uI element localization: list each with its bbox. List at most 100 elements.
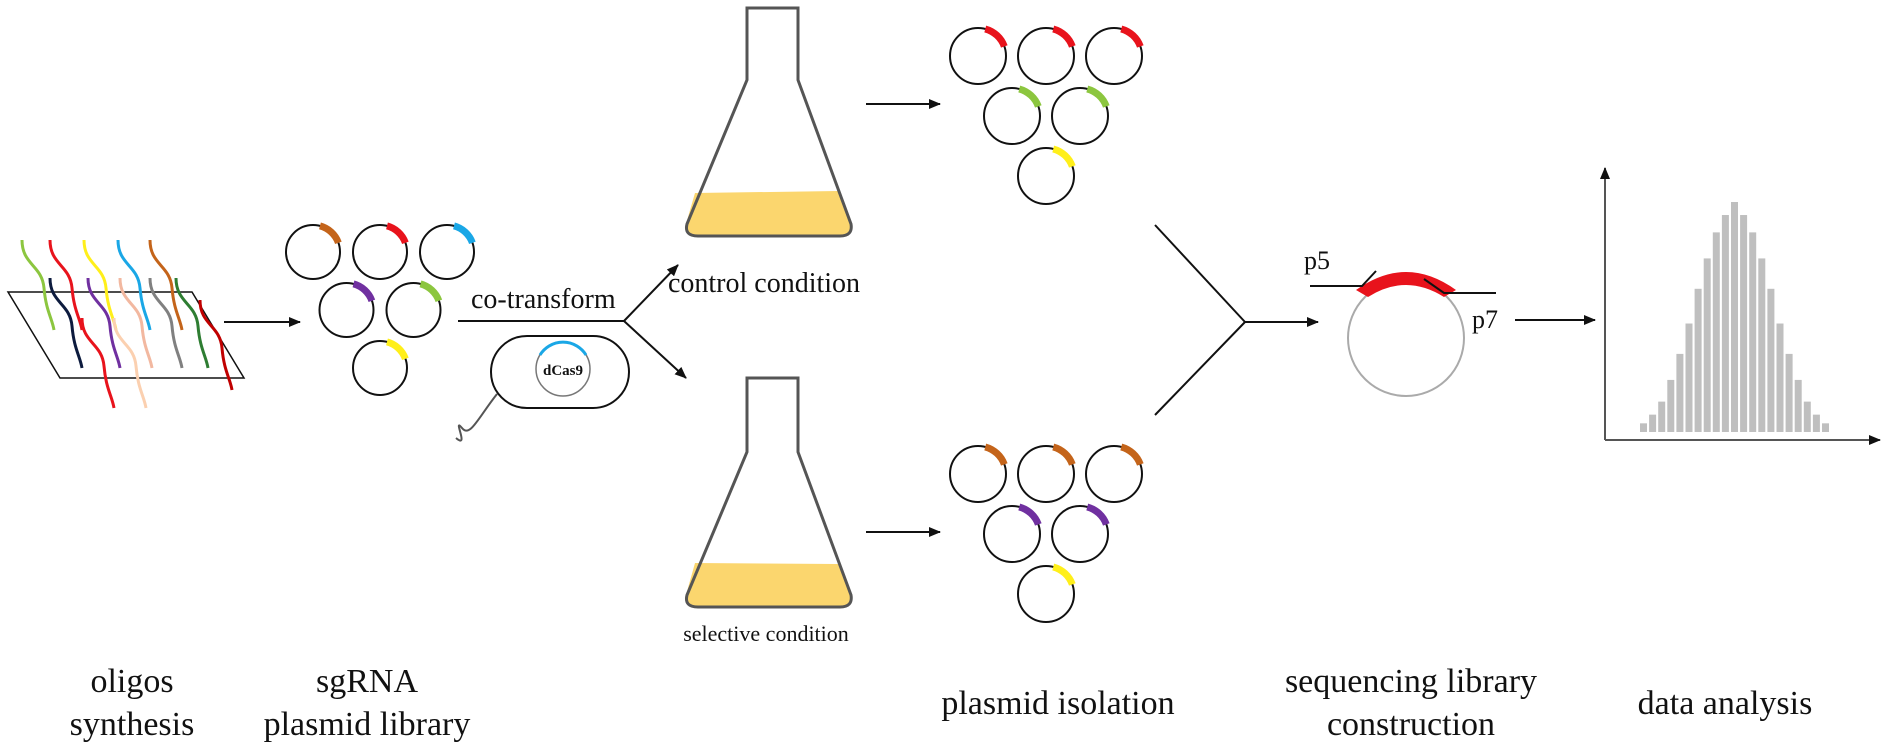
oligo-slide bbox=[6, 291, 246, 379]
sgrna-insert bbox=[1086, 85, 1110, 108]
histogram-bar bbox=[1703, 258, 1711, 432]
oligo-strand bbox=[148, 277, 184, 369]
sgrna-insert bbox=[385, 338, 409, 361]
synthesis-label: synthesis bbox=[70, 706, 195, 743]
sgrna-insert bbox=[318, 222, 342, 245]
histogram-bar bbox=[1640, 423, 1647, 432]
cell-body bbox=[490, 335, 630, 409]
selective-plasmid bbox=[983, 503, 1042, 563]
histogram-bar bbox=[1794, 379, 1802, 432]
plasmid-ring bbox=[1085, 27, 1143, 85]
oligo-array bbox=[6, 239, 246, 409]
sequencing-plasmid bbox=[1347, 279, 1465, 397]
selective-flask-outline bbox=[685, 376, 853, 609]
arrow-to-selective bbox=[623, 320, 687, 379]
dcas9-insert bbox=[538, 340, 588, 356]
plasmid-ring bbox=[1017, 445, 1075, 503]
sgrna-insert bbox=[1052, 563, 1076, 586]
sgrna-insert bbox=[984, 25, 1008, 48]
control-flask-outline bbox=[685, 6, 853, 238]
plasmid-ring bbox=[1085, 445, 1143, 503]
flagellum bbox=[455, 393, 498, 442]
selective-culture bbox=[686, 563, 851, 606]
sgrna-insert bbox=[452, 222, 476, 245]
plasmid-library-label: plasmid library bbox=[264, 706, 471, 743]
cotransform-label: co-transform bbox=[471, 284, 616, 315]
oligo-strand bbox=[48, 239, 84, 331]
plasmid-ring bbox=[419, 224, 475, 280]
histogram-bar bbox=[1649, 414, 1657, 432]
histogram-bar bbox=[1803, 401, 1811, 432]
plasmid-ring bbox=[949, 445, 1007, 503]
plasmid-ring bbox=[1051, 87, 1109, 145]
library-plasmid bbox=[352, 222, 409, 280]
plasmid-ring bbox=[1017, 27, 1075, 85]
oligo-strand bbox=[118, 277, 154, 369]
sgrna-insert bbox=[1018, 503, 1042, 526]
oligo-strand bbox=[148, 239, 184, 331]
plasmid-ring bbox=[1051, 505, 1109, 563]
sgrna-insert bbox=[984, 443, 1008, 466]
library-plasmid bbox=[318, 280, 376, 338]
histogram-bar bbox=[1822, 423, 1829, 432]
sgrna-insert bbox=[385, 222, 409, 245]
plasmid-ring bbox=[949, 27, 1007, 85]
selective-plasmid bbox=[1017, 443, 1076, 503]
oligo-strand bbox=[112, 317, 148, 409]
control-plasmids bbox=[949, 25, 1144, 205]
data-analysis-label: data analysis bbox=[1638, 685, 1813, 722]
histogram bbox=[1600, 167, 1881, 445]
sgrna-insert bbox=[1120, 25, 1144, 48]
oligo-strand bbox=[20, 239, 56, 331]
plasmid-ring bbox=[983, 87, 1041, 145]
histogram-bar bbox=[1749, 232, 1757, 432]
control-plasmid bbox=[949, 25, 1008, 85]
sgrna-insert bbox=[1086, 503, 1110, 526]
oligo-strands bbox=[20, 239, 234, 409]
p5-label: p5 bbox=[1304, 246, 1330, 275]
sgrna-plasmid-library bbox=[285, 222, 476, 396]
histogram-bar bbox=[1694, 288, 1702, 432]
oligo-strand bbox=[86, 277, 122, 369]
selective-flask bbox=[685, 376, 853, 609]
histogram-bars bbox=[1640, 202, 1829, 432]
sgrna-insert bbox=[1052, 25, 1076, 48]
selective-plasmid bbox=[949, 443, 1008, 503]
p7-label: p7 bbox=[1472, 305, 1498, 334]
sgrna-insert bbox=[1052, 443, 1076, 466]
selective-plasmids bbox=[949, 443, 1144, 623]
histogram-bar bbox=[1758, 258, 1766, 432]
control-culture bbox=[686, 191, 851, 235]
construction-label: construction bbox=[1327, 706, 1495, 743]
merge-line-top bbox=[1154, 224, 1246, 323]
histogram-bar bbox=[1712, 232, 1720, 432]
histogram-bar bbox=[1767, 288, 1775, 432]
library-plasmid bbox=[352, 338, 409, 396]
plasmid-ring bbox=[1017, 565, 1075, 623]
histogram-bar bbox=[1731, 202, 1738, 432]
plasmid-ring bbox=[318, 282, 375, 338]
plasmid-ring bbox=[352, 224, 408, 280]
histogram-bar bbox=[1721, 215, 1729, 432]
histogram-bar bbox=[1812, 414, 1820, 432]
plasmid-isolation-label: plasmid isolation bbox=[941, 685, 1174, 722]
sgrna-insert bbox=[1018, 85, 1042, 108]
histogram-bar bbox=[1776, 323, 1784, 432]
plasmid-ring bbox=[983, 505, 1041, 563]
oligos-label: oligos bbox=[90, 663, 173, 700]
oligo-strand bbox=[198, 299, 234, 391]
histogram-bar bbox=[1685, 323, 1693, 432]
oligo-strand bbox=[174, 277, 210, 369]
selective-condition-label: selective condition bbox=[683, 621, 849, 646]
control-plasmid bbox=[1017, 145, 1076, 205]
selective-plasmid bbox=[1051, 503, 1110, 563]
sgrna-insert bbox=[352, 280, 376, 303]
control-condition-label: control condition bbox=[668, 268, 860, 299]
control-plasmid bbox=[1085, 25, 1144, 85]
oligo-strand bbox=[48, 277, 84, 369]
library-plasmid bbox=[285, 222, 342, 280]
control-plasmid bbox=[983, 85, 1042, 145]
control-flask bbox=[685, 6, 853, 238]
